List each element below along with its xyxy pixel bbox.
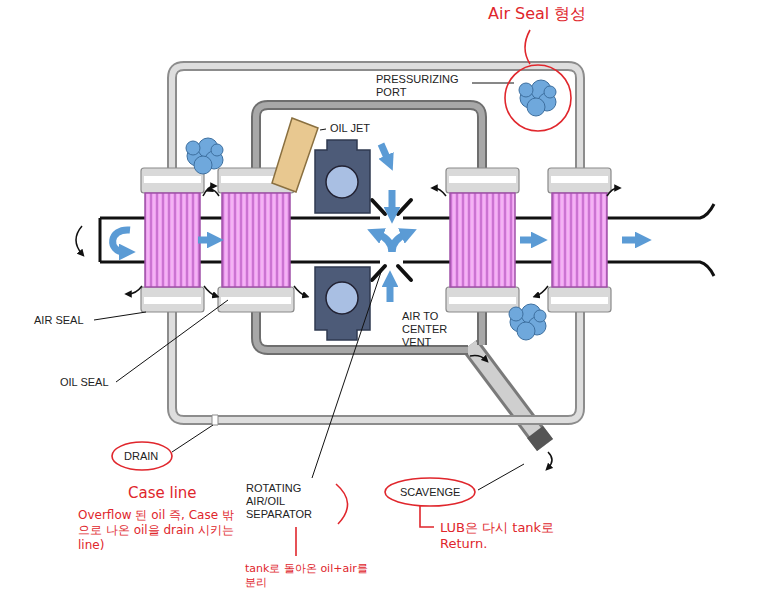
callout-label: DRAIN [124,450,158,463]
labyrinth-seal [552,193,607,287]
leak-arrow [536,286,548,296]
flow-arrow [387,282,394,302]
shaft [99,218,102,262]
labyrinth-seal [450,193,515,287]
oil-mist [186,138,223,174]
leak-arrow [434,188,446,196]
flow-arrow [520,237,536,244]
handwritten-mark [420,506,434,527]
leak-arrow [470,356,486,361]
outer-housing [172,66,580,168]
flow-arrow [381,144,388,160]
scavenge-pipe [535,432,545,445]
seal-land [141,168,611,312]
bearing [326,166,358,198]
seal-land [548,168,611,193]
seal-land [446,168,519,193]
handwritten-mark [112,442,172,470]
callout-label: OIL SEAL [60,376,109,389]
handwritten-mark [336,484,348,524]
callout-label: ROTATING AIR/OIL SEPARATOR [246,482,331,521]
oil-mist [509,304,546,340]
outer-housing [172,66,580,168]
leak-arrow [128,286,142,294]
flow-arrow [198,237,212,244]
scavenge-pipe [470,345,545,445]
leak-arrow [204,286,216,296]
seal-land [144,176,608,304]
handwritten-note: LUB은 다시 tank로 Return. [440,520,590,553]
callout-label: SCAVENGE [400,486,460,499]
leak-arrow [209,190,219,196]
seal-land [218,287,294,312]
handwritten-note: tank로 돌아온 oil+air를 분리 [245,562,370,590]
leader-line [478,464,524,490]
bearing [315,140,370,340]
labyrinth-seal [145,193,607,287]
handwritten-mark [505,65,571,131]
seal-land [144,176,201,183]
seal-land [449,297,516,304]
scavenge-pipe [470,345,545,445]
seal-land [141,287,204,312]
leak-arrow [548,452,552,468]
flow-arrow [392,234,406,252]
leader-line [116,300,228,382]
handwritten-mark [385,478,475,506]
callout-label: AIR SEAL [34,314,84,327]
handwritten-mark [295,527,297,556]
air-oil-separator [398,266,411,280]
outer-housing [212,415,218,425]
scavenge-pipe [470,345,545,445]
flow-arrow [389,190,396,212]
air-oil-separator [372,200,385,214]
seal-land [141,168,204,193]
seal-land [221,297,291,304]
leak-arrow [76,226,82,254]
handwritten-mark [525,30,530,64]
leader-line [172,425,213,452]
leader-line [312,272,381,478]
seal-land [446,287,519,312]
leader-line [320,129,326,130]
leak-arrow [76,186,618,468]
flow-arrow [113,230,130,252]
handwritten-mark [112,30,571,556]
leak-arrow [607,188,618,196]
inner-housing [479,312,485,345]
leader-line [94,83,524,490]
callout-label: AIR TO CENTER VENT [402,310,464,349]
callout-label: OIL JET [330,122,370,135]
handwritten-note: Overflow 된 oil 즉, Case 밖으로 나온 oil을 drain… [78,508,243,553]
leak-arrow [294,286,306,296]
bearing [326,282,358,314]
flow-arrow [622,237,640,244]
leader-line [94,312,146,320]
seal-land [551,297,608,304]
bearing [315,140,370,213]
seal-land [449,176,516,183]
seal-land [548,287,611,312]
air-oil-separator [398,200,411,214]
labyrinth-seal [145,193,200,287]
labyrinth-seal [222,193,290,287]
callout-label: PRESSURIZING PORT [376,73,466,99]
oil-mist [519,80,556,116]
flow-arrow [113,144,640,302]
oil-jet [272,118,318,192]
handwritten-note: Air Seal 형성 [488,4,586,24]
leak-arrow [203,186,214,196]
seal-land [551,176,608,183]
inner-housing [477,312,487,345]
seal-land [144,297,201,304]
handwritten-note: Case line [128,484,197,503]
